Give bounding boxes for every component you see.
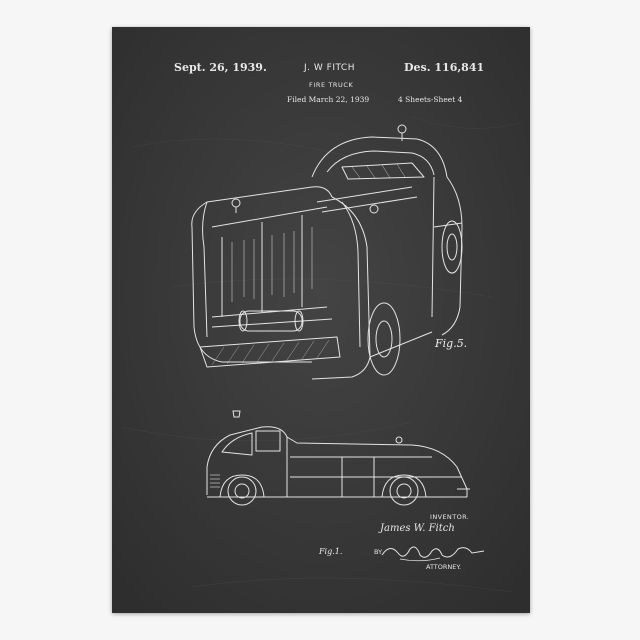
attorney-signature	[381, 546, 485, 562]
attorney-label: ATTORNEY.	[426, 563, 462, 571]
design-number: Des. 116,841	[404, 61, 485, 74]
inventor-label: INVENTOR.	[430, 513, 470, 521]
by-label: BY	[374, 548, 383, 556]
filed-date: Filed March 22, 1939	[287, 95, 370, 104]
patent-date: Sept. 26, 1939.	[174, 61, 267, 74]
chalkboard-poster: Sept. 26, 1939. J. W FITCH Des. 116,841 …	[112, 27, 530, 613]
fig5-label: Fig.5.	[435, 337, 468, 350]
fig1-label: Fig.1.	[319, 547, 343, 556]
fig5-truck-rear-perspective	[191, 124, 463, 380]
patent-title: FIRE TRUCK	[309, 81, 354, 89]
inventor-header: J. W FITCH	[304, 63, 355, 73]
inventor-signature-name: James W. Fitch	[380, 523, 455, 534]
fig1-truck-side-view	[206, 410, 470, 506]
sheet-count: 4 Sheets-Sheet 4	[398, 95, 463, 104]
